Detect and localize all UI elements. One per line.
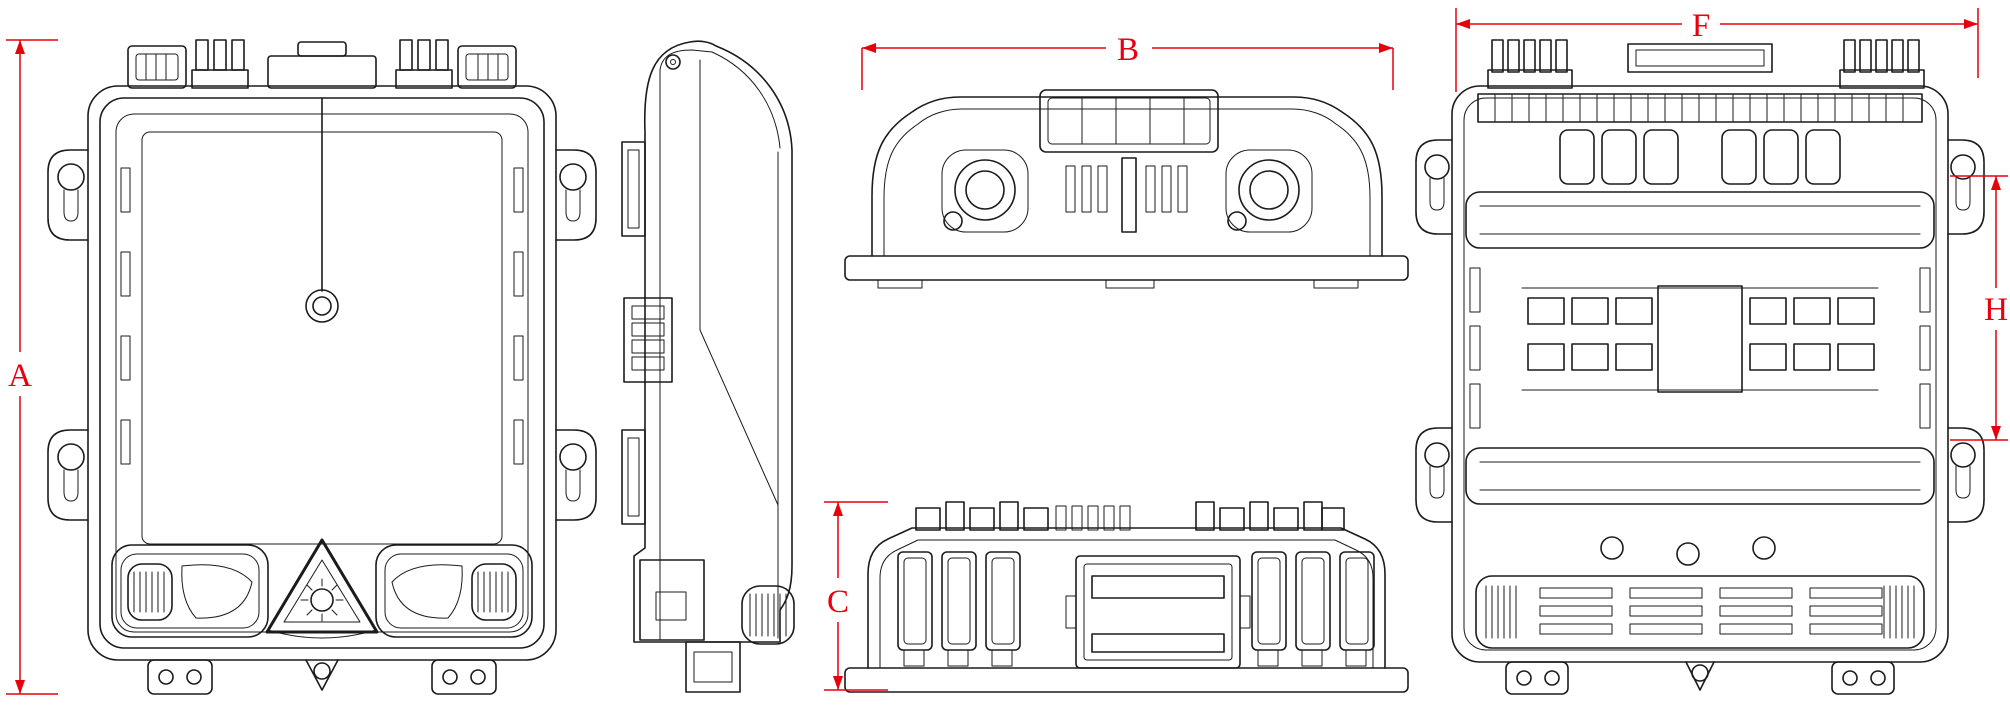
dimension-A: A (4, 39, 58, 695)
bottom-right-clip-stacks (1251, 551, 1375, 667)
rear-mounting-ear-top-left (1415, 139, 1453, 235)
rear-feet (1505, 661, 1895, 695)
top-view (844, 89, 1409, 289)
front-top-latches (127, 39, 517, 89)
bottom-splice-cassette (1065, 555, 1251, 669)
front-laser-warning-triangle (265, 538, 379, 634)
front-mounting-ear-bottom-left (47, 429, 89, 521)
dimension-C-label: C (827, 584, 849, 620)
top-center-tray (1039, 89, 1219, 153)
front-mounting-ear-bottom-right (555, 429, 597, 521)
side-connector-block (623, 297, 673, 383)
front-feet (147, 659, 497, 695)
front-mounting-ear-top-right (555, 149, 597, 241)
bottom-top-clips (915, 501, 1345, 531)
side-bottom-latch (639, 559, 705, 641)
side-rib-grille (741, 585, 795, 645)
side-hinge-pin (665, 54, 681, 70)
side-view (621, 40, 795, 693)
side-foot (685, 641, 741, 693)
dimension-B: B (861, 28, 1394, 90)
rear-view (1415, 39, 1985, 695)
rear-tooth-band (1477, 93, 1923, 123)
front-view (47, 39, 597, 695)
rear-upper-rail (1465, 191, 1935, 249)
bottom-left-clip-stacks (897, 551, 1021, 667)
rear-mounting-ear-top-right (1947, 139, 1985, 235)
rear-upper-slots (1559, 129, 1841, 185)
front-lanyard-ring (305, 97, 339, 323)
dimension-B-label: B (1117, 32, 1139, 68)
top-cable-gland-right (1225, 149, 1313, 233)
rear-mounting-ear-bottom-left (1415, 427, 1453, 523)
rear-top-latches (1487, 39, 1925, 89)
front-mounting-ear-top-left (47, 149, 89, 241)
top-cable-gland-left (941, 149, 1029, 233)
dimension-A-label: A (8, 358, 32, 394)
rear-mounting-ear-bottom-right (1947, 427, 1985, 523)
bottom-view (844, 501, 1409, 693)
dimension-H: H (1950, 175, 2010, 441)
rear-lower-rail (1465, 447, 1935, 505)
rear-screw-holes (1600, 536, 1776, 566)
top-center-comb (1065, 157, 1188, 233)
dimension-F-label: F (1692, 8, 1710, 44)
side-ear-flange-bottom (621, 429, 646, 525)
front-cable-port-left (111, 544, 269, 638)
front-cable-port-right (375, 544, 533, 638)
dimension-C: C (820, 501, 888, 691)
dimension-F: F (1455, 5, 1979, 92)
dimension-H-label: H (1984, 292, 2008, 328)
side-ear-flange-top (621, 141, 646, 237)
rear-bottom-vent-band (1475, 575, 1925, 649)
rear-middle-slat-belt (1521, 285, 1879, 393)
